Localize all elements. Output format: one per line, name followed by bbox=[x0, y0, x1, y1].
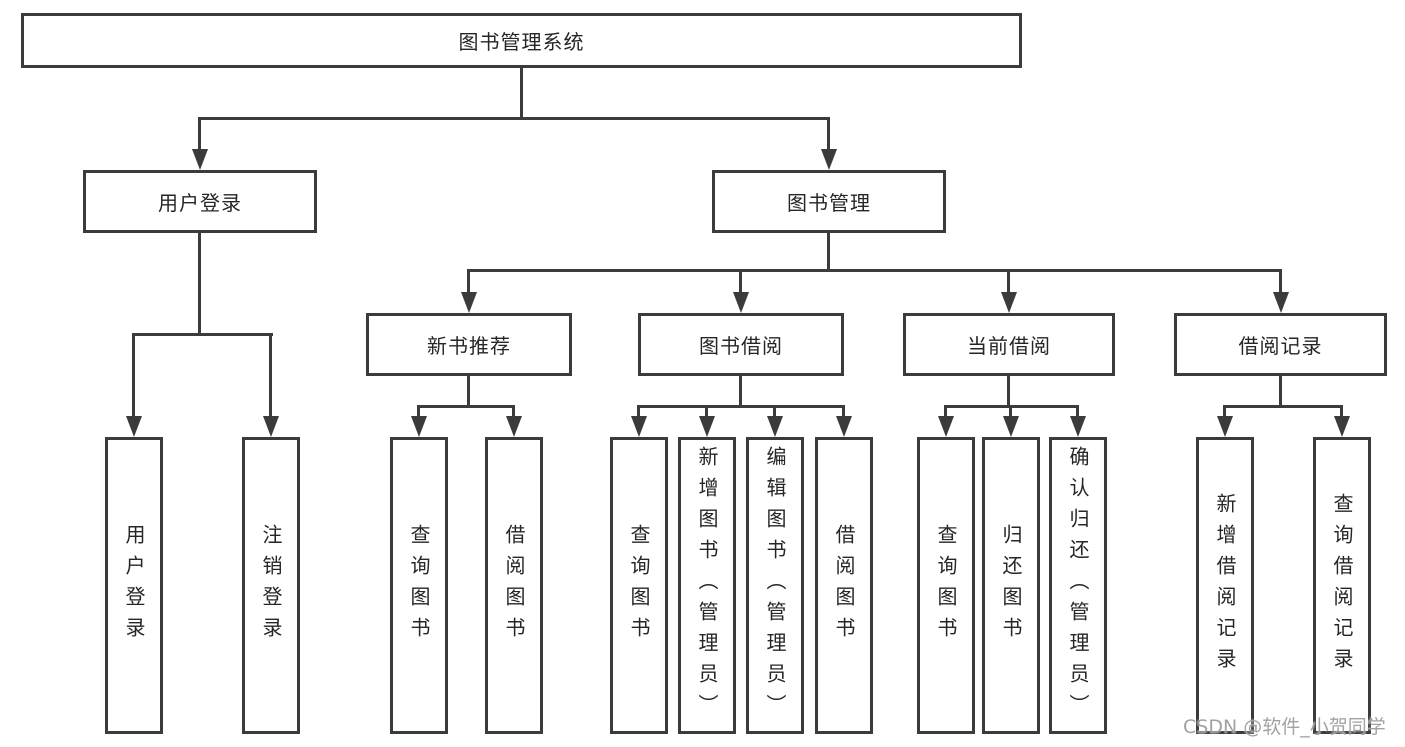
connector-recommend-stem bbox=[467, 376, 470, 408]
leaf-query-books-current: 查询图书 bbox=[917, 437, 975, 734]
node-label: 查询图书 bbox=[627, 523, 651, 648]
connector-drop-leaf bbox=[637, 405, 640, 419]
connector-root-branch bbox=[198, 117, 830, 120]
connector-drop-book-management bbox=[827, 117, 830, 152]
connector-drop-leaf bbox=[944, 405, 947, 419]
connector-drop-leaf bbox=[1076, 405, 1079, 419]
arrow-down-icon bbox=[733, 292, 749, 313]
node-label: 用户登录 bbox=[122, 523, 146, 648]
connector-book-management-stem bbox=[827, 233, 830, 272]
node-label: 新增图书（管理员） bbox=[695, 446, 719, 725]
node-label: 借阅图书 bbox=[832, 523, 856, 648]
connector-user-login-branch bbox=[132, 333, 273, 336]
connector-recommend-branch bbox=[417, 405, 515, 408]
node-label: 图书管理系统 bbox=[458, 30, 585, 54]
leaf-add-books-admin: 新增图书（管理员） bbox=[678, 437, 736, 734]
node-label: 用户登录 bbox=[158, 191, 242, 215]
connector-drop-level3 bbox=[1007, 269, 1010, 296]
connector-records-branch bbox=[1223, 405, 1343, 408]
arrow-down-icon bbox=[767, 416, 783, 437]
node-current-borrowing: 当前借阅 bbox=[903, 313, 1115, 376]
node-book-borrowing: 图书借阅 bbox=[638, 313, 844, 376]
arrow-down-icon bbox=[1273, 292, 1289, 313]
leaf-borrow-books-recommend: 借阅图书 bbox=[485, 437, 543, 734]
connector-records-stem bbox=[1279, 376, 1282, 408]
node-label: 图书借阅 bbox=[699, 334, 783, 358]
connector-drop-leaf bbox=[842, 405, 845, 419]
leaf-logout: 注销登录 bbox=[242, 437, 300, 734]
connector-drop-level3 bbox=[467, 269, 470, 296]
connector-book-management-branch bbox=[467, 269, 1282, 272]
connector-user-login-stem bbox=[198, 233, 201, 336]
node-library-management-system: 图书管理系统 bbox=[21, 13, 1022, 68]
node-label: 新书推荐 bbox=[427, 334, 511, 358]
node-label: 查询图书 bbox=[934, 523, 958, 648]
node-label: 新增借阅记录 bbox=[1213, 492, 1237, 679]
node-label: 注销登录 bbox=[259, 523, 283, 648]
arrow-down-icon bbox=[821, 149, 837, 170]
connector-drop-leaf bbox=[705, 405, 708, 419]
arrow-down-icon bbox=[938, 416, 954, 437]
connector-drop-leaf bbox=[269, 333, 272, 419]
arrow-down-icon bbox=[263, 416, 279, 437]
arrow-down-icon bbox=[836, 416, 852, 437]
arrow-down-icon bbox=[699, 416, 715, 437]
node-label: 借阅图书 bbox=[502, 523, 526, 648]
arrow-down-icon bbox=[506, 416, 522, 437]
arrow-down-icon bbox=[1217, 416, 1233, 437]
connector-drop-leaf bbox=[132, 333, 135, 419]
arrow-down-icon bbox=[631, 416, 647, 437]
node-borrowing-records: 借阅记录 bbox=[1174, 313, 1387, 376]
connector-drop-level3 bbox=[1279, 269, 1282, 296]
arrow-down-icon bbox=[461, 292, 477, 313]
connector-drop-user-login bbox=[198, 117, 201, 152]
node-new-book-recommendation: 新书推荐 bbox=[366, 313, 572, 376]
leaf-confirm-return-admin: 确认归还（管理员） bbox=[1049, 437, 1107, 734]
leaf-edit-books-admin: 编辑图书（管理员） bbox=[746, 437, 804, 734]
connector-drop-leaf bbox=[1340, 405, 1343, 419]
watermark-text: CSDN @软件_小贺同学 bbox=[1183, 716, 1386, 738]
arrow-down-icon bbox=[411, 416, 427, 437]
node-label: 编辑图书（管理员） bbox=[763, 446, 787, 725]
leaf-return-books: 归还图书 bbox=[982, 437, 1040, 734]
connector-borrowing-branch bbox=[637, 405, 845, 408]
connector-drop-leaf bbox=[512, 405, 515, 419]
connector-current-stem bbox=[1007, 376, 1010, 408]
connector-drop-leaf bbox=[1223, 405, 1226, 419]
node-label: 归还图书 bbox=[999, 523, 1023, 648]
arrow-down-icon bbox=[192, 149, 208, 170]
node-label: 当前借阅 bbox=[967, 334, 1051, 358]
connector-drop-leaf bbox=[417, 405, 420, 419]
arrow-down-icon bbox=[1001, 292, 1017, 313]
connector-drop-leaf bbox=[1009, 405, 1012, 419]
node-label: 借阅记录 bbox=[1238, 334, 1323, 358]
node-label: 查询图书 bbox=[407, 523, 431, 648]
connector-borrowing-stem bbox=[739, 376, 742, 408]
connector-drop-level3 bbox=[739, 269, 742, 296]
arrow-down-icon bbox=[1070, 416, 1086, 437]
leaf-query-borrow-record: 查询借阅记录 bbox=[1313, 437, 1371, 734]
leaf-borrow-books-borrowing: 借阅图书 bbox=[815, 437, 873, 734]
node-label: 确认归还（管理员） bbox=[1066, 446, 1090, 725]
arrow-down-icon bbox=[1003, 416, 1019, 437]
node-label: 查询借阅记录 bbox=[1330, 492, 1354, 679]
connector-drop-leaf bbox=[773, 405, 776, 419]
node-book-management: 图书管理 bbox=[712, 170, 946, 233]
leaf-user-login: 用户登录 bbox=[105, 437, 163, 734]
node-label: 图书管理 bbox=[787, 191, 871, 215]
connector-root-stem bbox=[520, 68, 523, 118]
arrow-down-icon bbox=[1334, 416, 1350, 437]
leaf-add-borrow-record: 新增借阅记录 bbox=[1196, 437, 1254, 734]
node-user-login: 用户登录 bbox=[83, 170, 317, 233]
leaf-query-books-borrowing: 查询图书 bbox=[610, 437, 668, 734]
leaf-query-books-recommend: 查询图书 bbox=[390, 437, 448, 734]
arrow-down-icon bbox=[126, 416, 142, 437]
